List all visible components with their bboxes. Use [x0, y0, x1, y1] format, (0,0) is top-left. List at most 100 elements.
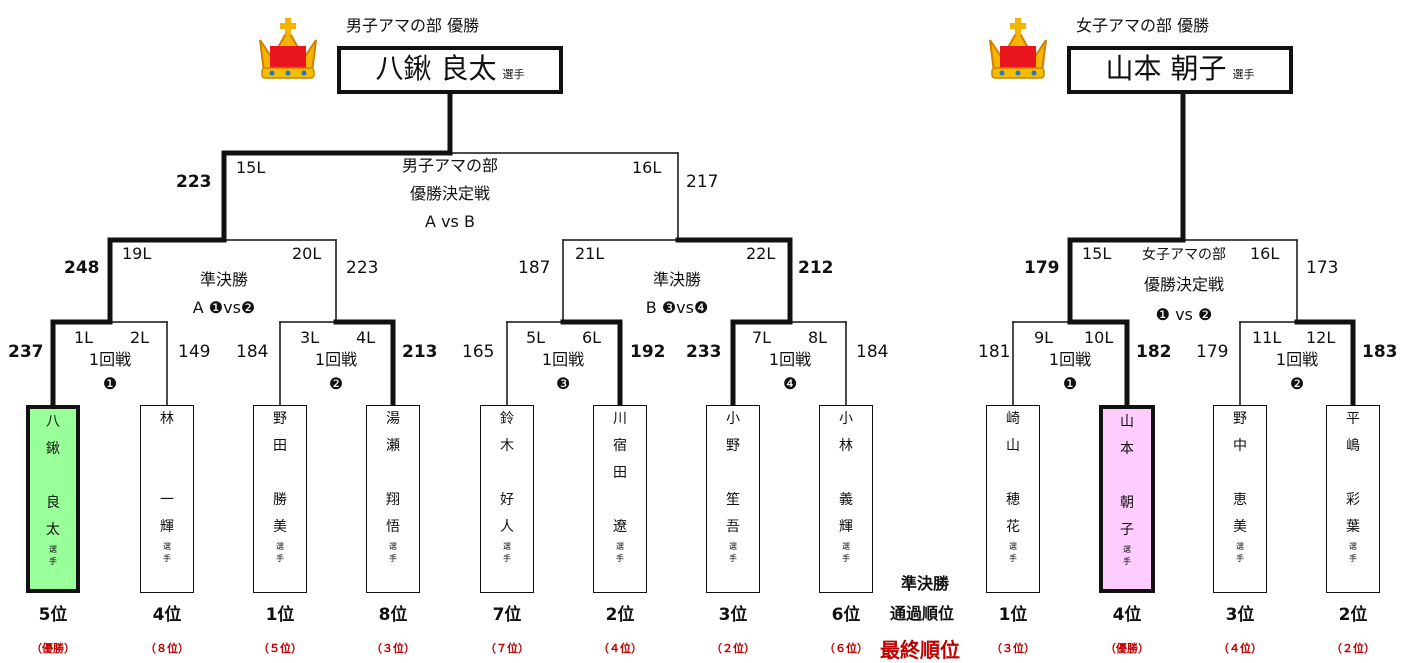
- player-name-char: 恵: [1233, 492, 1247, 508]
- player-name-char: 山: [1006, 438, 1020, 454]
- player-name-char: [254, 460, 306, 487]
- lane-label: 15L: [236, 158, 266, 177]
- lane-label: 20L: [292, 244, 322, 263]
- score: 223: [176, 172, 212, 192]
- semi-rank: 3位: [1225, 605, 1255, 625]
- player-name-char: [141, 433, 193, 460]
- player-name-char: [820, 460, 872, 487]
- semi-rank: 1位: [265, 605, 295, 625]
- score: 165: [462, 342, 495, 362]
- match-versus: A ❶vs❷: [192, 298, 256, 317]
- player-name-char: [987, 460, 1039, 487]
- match-number: ❹: [782, 374, 798, 393]
- score: 181: [978, 342, 1011, 362]
- player-name-char: [1103, 463, 1151, 490]
- player-name-char: [481, 460, 533, 487]
- men-r1-match-3: 1回戦 ❸: [523, 348, 603, 396]
- player-name-char: 本: [1120, 441, 1134, 457]
- player-name-char: 笙: [726, 492, 740, 508]
- player-suffix: 選: [842, 542, 850, 551]
- player-name-char: [1214, 460, 1266, 487]
- semi-rank: 8位: [378, 605, 408, 625]
- lane-label: 5L: [526, 328, 546, 347]
- player-name-char: 八: [46, 414, 60, 430]
- match-number: ❸: [555, 374, 571, 393]
- women-champion-name: 山本 朝子: [1105, 52, 1227, 85]
- score: 213: [402, 342, 438, 362]
- semi-rank: 5位: [38, 605, 68, 625]
- lane-label: 22L: [746, 244, 776, 263]
- lane-label: 4L: [356, 328, 376, 347]
- player-suffix: 選: [729, 542, 737, 551]
- semi-rank: 7位: [492, 605, 522, 625]
- player-card: 川 宿 田 遼 選 手: [593, 405, 647, 593]
- player-suffix: 選: [503, 542, 511, 551]
- semi-rank: 6位: [831, 605, 861, 625]
- final-rank: （５位）: [258, 642, 302, 655]
- player-name-char: 木: [500, 438, 514, 454]
- score: 183: [1362, 342, 1398, 362]
- final-rank: （４位）: [598, 642, 642, 655]
- lane-label: 9L: [1034, 328, 1054, 347]
- player-suffix: 手: [616, 554, 624, 563]
- player-name-char: 遼: [613, 519, 627, 535]
- men-champion-suffix: 選手: [502, 68, 525, 81]
- final-rank: （７位）: [485, 642, 529, 655]
- women-champion-caption: 女子アマの部 優勝: [1076, 16, 1210, 35]
- semi-rank-label-line2: 通過順位: [890, 604, 955, 623]
- lane-label: 16L: [1250, 244, 1280, 263]
- semi-rank: 2位: [1338, 605, 1368, 625]
- player-name-char: 悟: [386, 519, 400, 535]
- player-suffix: 選: [163, 542, 171, 551]
- player-card: 小 林 義 輝 選 手: [819, 405, 873, 593]
- lane-label: 21L: [575, 244, 605, 263]
- player-name-char: 瀬: [386, 438, 400, 454]
- final-rank: （８位）: [145, 642, 189, 655]
- player-name-char: 鍬: [46, 441, 60, 457]
- player-name-char: 朝: [1120, 495, 1134, 511]
- player-name-char: 美: [273, 519, 287, 535]
- player-suffix: 手: [1236, 554, 1244, 563]
- player-suffix: 選: [1236, 542, 1244, 551]
- final-rank: （優勝）: [1105, 642, 1149, 655]
- player-name-char: 穂: [1006, 492, 1020, 508]
- match-subtitle: 優勝決定戦: [1143, 275, 1224, 294]
- player-card: 林 一 輝 選 手: [140, 405, 194, 593]
- player-name-char: [141, 460, 193, 487]
- final-rank: （優勝）: [31, 642, 75, 655]
- semi-rank: 2位: [605, 605, 635, 625]
- player-name-char: 花: [1006, 519, 1020, 535]
- player-name-char: [367, 460, 419, 487]
- men-champion-box: 八鍬 良太選手: [337, 46, 563, 94]
- score: 184: [856, 342, 889, 362]
- final-rank: （６位）: [824, 642, 868, 655]
- match-title: 1回戦: [1048, 350, 1092, 369]
- player-card: 崎 山 穂 花 選 手: [986, 405, 1040, 593]
- men-r1-match-4: 1回戦 ❹: [750, 348, 830, 396]
- men-champion-name: 八鍬 良太: [375, 52, 497, 85]
- player-card: 小 野 笙 吾 選 手: [706, 405, 760, 593]
- men-r1-match-1: 1回戦 ❶: [70, 348, 150, 396]
- player-suffix: 手: [1009, 554, 1017, 563]
- player-name-char: 勝: [273, 492, 287, 508]
- player-suffix: 手: [729, 554, 737, 563]
- player-name-char: 湯: [386, 411, 400, 427]
- men-r1-match-2: 1回戦 ❷: [296, 348, 376, 396]
- lane-label: 11L: [1252, 328, 1282, 347]
- score: 212: [798, 258, 834, 278]
- match-number: ❷: [328, 374, 344, 393]
- score: 223: [346, 258, 379, 278]
- score: 179: [1024, 258, 1060, 278]
- player-suffix: 選: [276, 542, 284, 551]
- player-suffix: 手: [276, 554, 284, 563]
- lane-label: 12L: [1306, 328, 1336, 347]
- match-number: ❶: [1062, 374, 1078, 393]
- semi-rank: 4位: [152, 605, 182, 625]
- match-title: 1回戦: [314, 350, 358, 369]
- final-rank: （２位）: [711, 642, 755, 655]
- player-name-char: 崎: [1006, 411, 1020, 427]
- player-suffix: 手: [842, 554, 850, 563]
- player-name-char: 野: [273, 411, 287, 427]
- score: 149: [178, 342, 211, 362]
- player-name-char: [1327, 460, 1379, 487]
